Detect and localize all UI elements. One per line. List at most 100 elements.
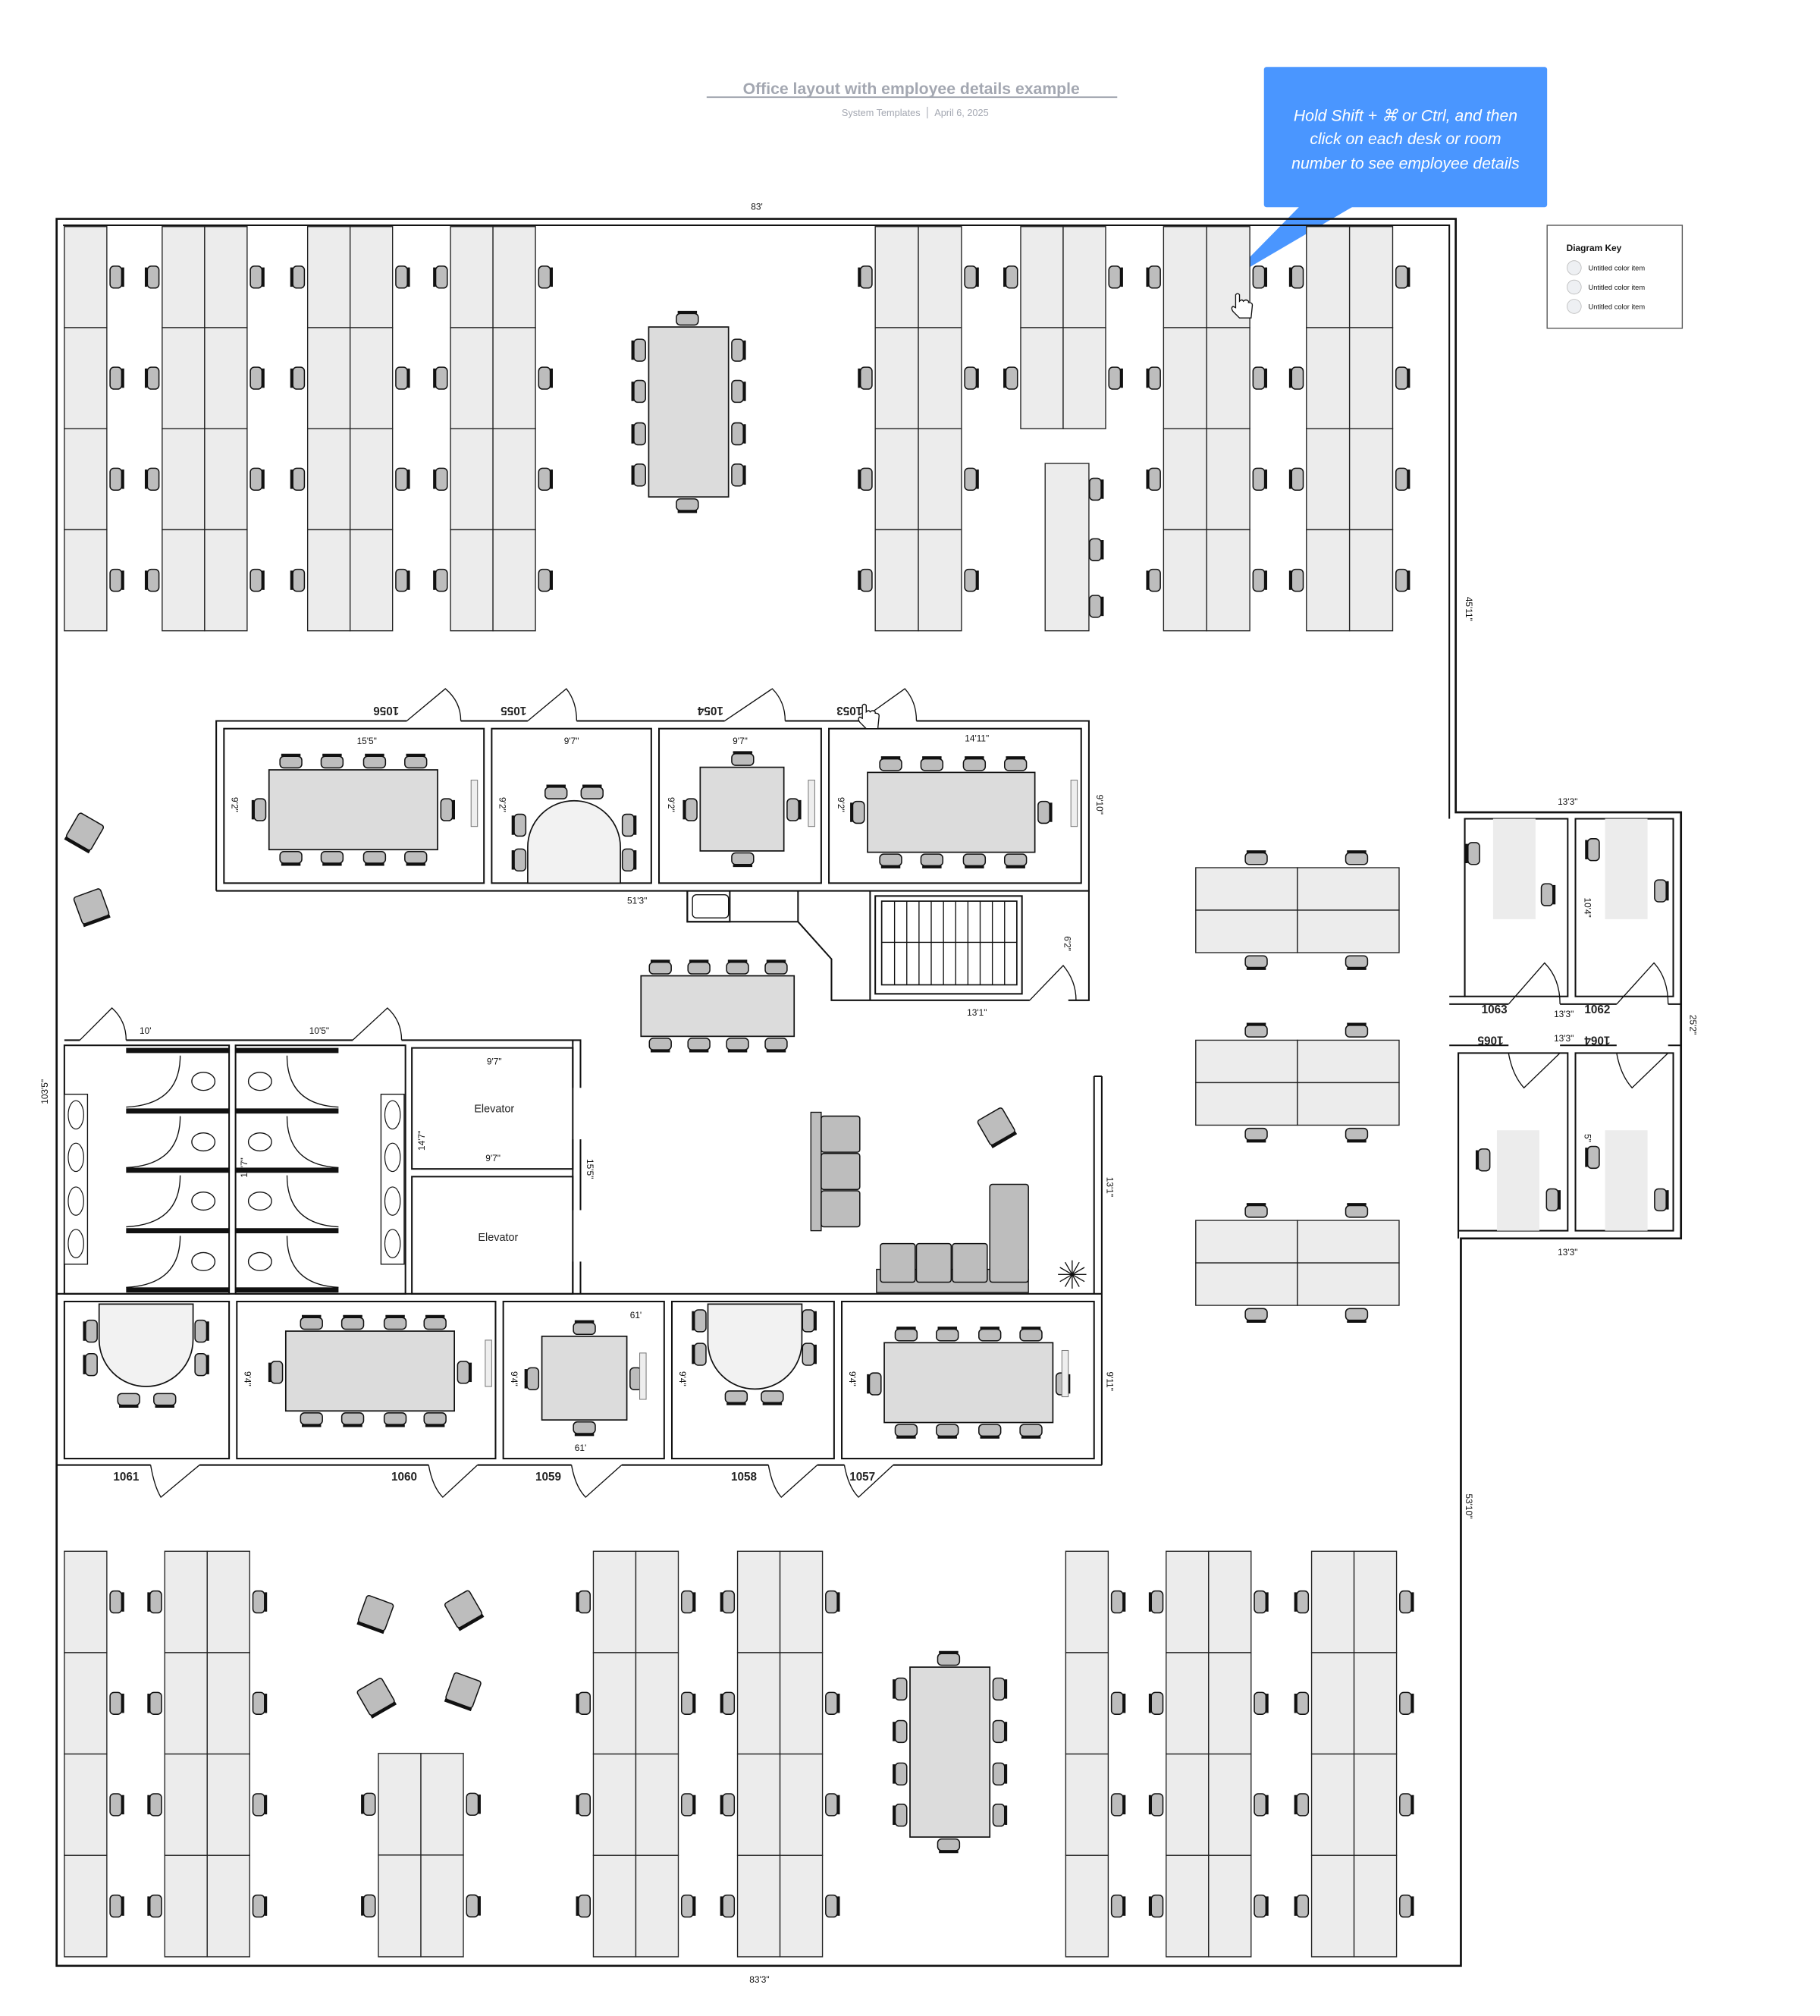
desk[interactable] (206, 1854, 250, 1958)
room-label-1062[interactable]: 1062 (1584, 1003, 1610, 1016)
desk[interactable] (1208, 1753, 1252, 1856)
desk[interactable] (349, 529, 394, 632)
office-desk[interactable] (1605, 1130, 1648, 1231)
desk[interactable] (1208, 1652, 1252, 1755)
desk[interactable] (1062, 327, 1106, 429)
desk[interactable] (1306, 226, 1351, 328)
conference-table[interactable] (867, 771, 1036, 853)
conference-table[interactable] (640, 975, 795, 1038)
desk[interactable] (1297, 1082, 1400, 1126)
armchair[interactable] (356, 1678, 397, 1719)
desk[interactable] (779, 1550, 824, 1653)
desk[interactable] (1310, 1550, 1355, 1653)
desk[interactable] (1353, 1652, 1398, 1755)
armchair[interactable] (64, 812, 105, 854)
desk[interactable] (1310, 1854, 1355, 1958)
desk[interactable] (204, 327, 248, 429)
desk[interactable] (306, 226, 351, 328)
desk[interactable] (204, 226, 248, 328)
desk[interactable] (1206, 428, 1250, 531)
desk[interactable] (1297, 867, 1400, 911)
desk[interactable] (1353, 1753, 1398, 1856)
desk[interactable] (1195, 867, 1298, 911)
armchair[interactable] (977, 1107, 1018, 1148)
room-label-1055[interactable]: 1055 (500, 704, 526, 717)
desk[interactable] (1044, 463, 1090, 632)
key-swatch[interactable] (1567, 279, 1582, 295)
desk[interactable] (162, 226, 206, 328)
desk[interactable] (492, 529, 536, 632)
conference-table[interactable] (699, 766, 785, 852)
desk[interactable] (162, 327, 206, 429)
desk[interactable] (592, 1753, 637, 1856)
desk[interactable] (874, 428, 919, 531)
desk[interactable] (1348, 226, 1394, 328)
desk[interactable] (378, 1753, 422, 1856)
conference-table[interactable] (541, 1335, 628, 1421)
desk[interactable] (1348, 529, 1394, 632)
conference-table[interactable] (268, 769, 438, 851)
desk[interactable] (1208, 1550, 1252, 1653)
desk[interactable] (918, 226, 962, 328)
round-table[interactable] (98, 1303, 194, 1387)
desk[interactable] (349, 428, 394, 531)
desk[interactable] (64, 529, 108, 632)
desk[interactable] (736, 1753, 781, 1856)
room-label-1061[interactable]: 1061 (113, 1471, 139, 1484)
room-label-1056[interactable]: 1056 (373, 704, 399, 717)
desk[interactable] (1297, 1220, 1400, 1264)
desk[interactable] (64, 1652, 108, 1755)
desk[interactable] (1297, 1039, 1400, 1084)
armchair[interactable] (444, 1590, 485, 1631)
room-label-1057[interactable]: 1057 (849, 1471, 875, 1484)
desk[interactable] (874, 529, 919, 632)
desk[interactable] (874, 226, 919, 328)
desk[interactable] (64, 226, 108, 328)
desk[interactable] (1166, 1550, 1210, 1653)
desk[interactable] (64, 327, 108, 429)
desk[interactable] (1310, 1753, 1355, 1856)
desk[interactable] (420, 1753, 464, 1856)
desk[interactable] (1020, 226, 1064, 328)
desk[interactable] (64, 1854, 108, 1958)
sofa-cushion[interactable] (880, 1242, 916, 1283)
desk[interactable] (164, 1854, 208, 1958)
desk[interactable] (450, 529, 494, 632)
desk[interactable] (736, 1550, 781, 1653)
sofa-cushion[interactable] (952, 1242, 988, 1283)
desk[interactable] (918, 529, 962, 632)
sofa-cushion[interactable] (821, 1153, 861, 1191)
desk[interactable] (1065, 1854, 1109, 1958)
key-item-label[interactable]: Untitled color item (1588, 264, 1645, 272)
desk[interactable] (1297, 909, 1400, 953)
desk[interactable] (164, 1753, 208, 1856)
desk[interactable] (1310, 1652, 1355, 1755)
desk[interactable] (635, 1652, 679, 1755)
desk[interactable] (306, 428, 351, 531)
desk[interactable] (1163, 226, 1207, 328)
desk[interactable] (1166, 1753, 1210, 1856)
desk[interactable] (592, 1550, 637, 1653)
desk[interactable] (492, 327, 536, 429)
desk[interactable] (779, 1652, 824, 1755)
desk[interactable] (164, 1550, 208, 1653)
desk[interactable] (779, 1753, 824, 1856)
room-label-1053[interactable]: 1053 (836, 704, 862, 717)
desk[interactable] (1065, 1753, 1109, 1856)
desk[interactable] (1353, 1854, 1398, 1958)
desk[interactable] (450, 428, 494, 531)
desk[interactable] (635, 1550, 679, 1653)
desk[interactable] (635, 1854, 679, 1958)
office-desk[interactable] (1492, 818, 1536, 919)
room-label-1059[interactable]: 1059 (535, 1471, 561, 1484)
desk[interactable] (349, 226, 394, 328)
desk[interactable] (420, 1854, 464, 1958)
armchair[interactable] (73, 888, 111, 928)
desk[interactable] (1195, 1082, 1298, 1126)
desk[interactable] (1163, 327, 1207, 429)
desk[interactable] (1348, 327, 1394, 429)
sofa-cushion[interactable] (989, 1183, 1029, 1283)
desk[interactable] (918, 428, 962, 531)
desk[interactable] (1208, 1854, 1252, 1958)
room-label-1065[interactable]: 1065 (1477, 1033, 1503, 1046)
